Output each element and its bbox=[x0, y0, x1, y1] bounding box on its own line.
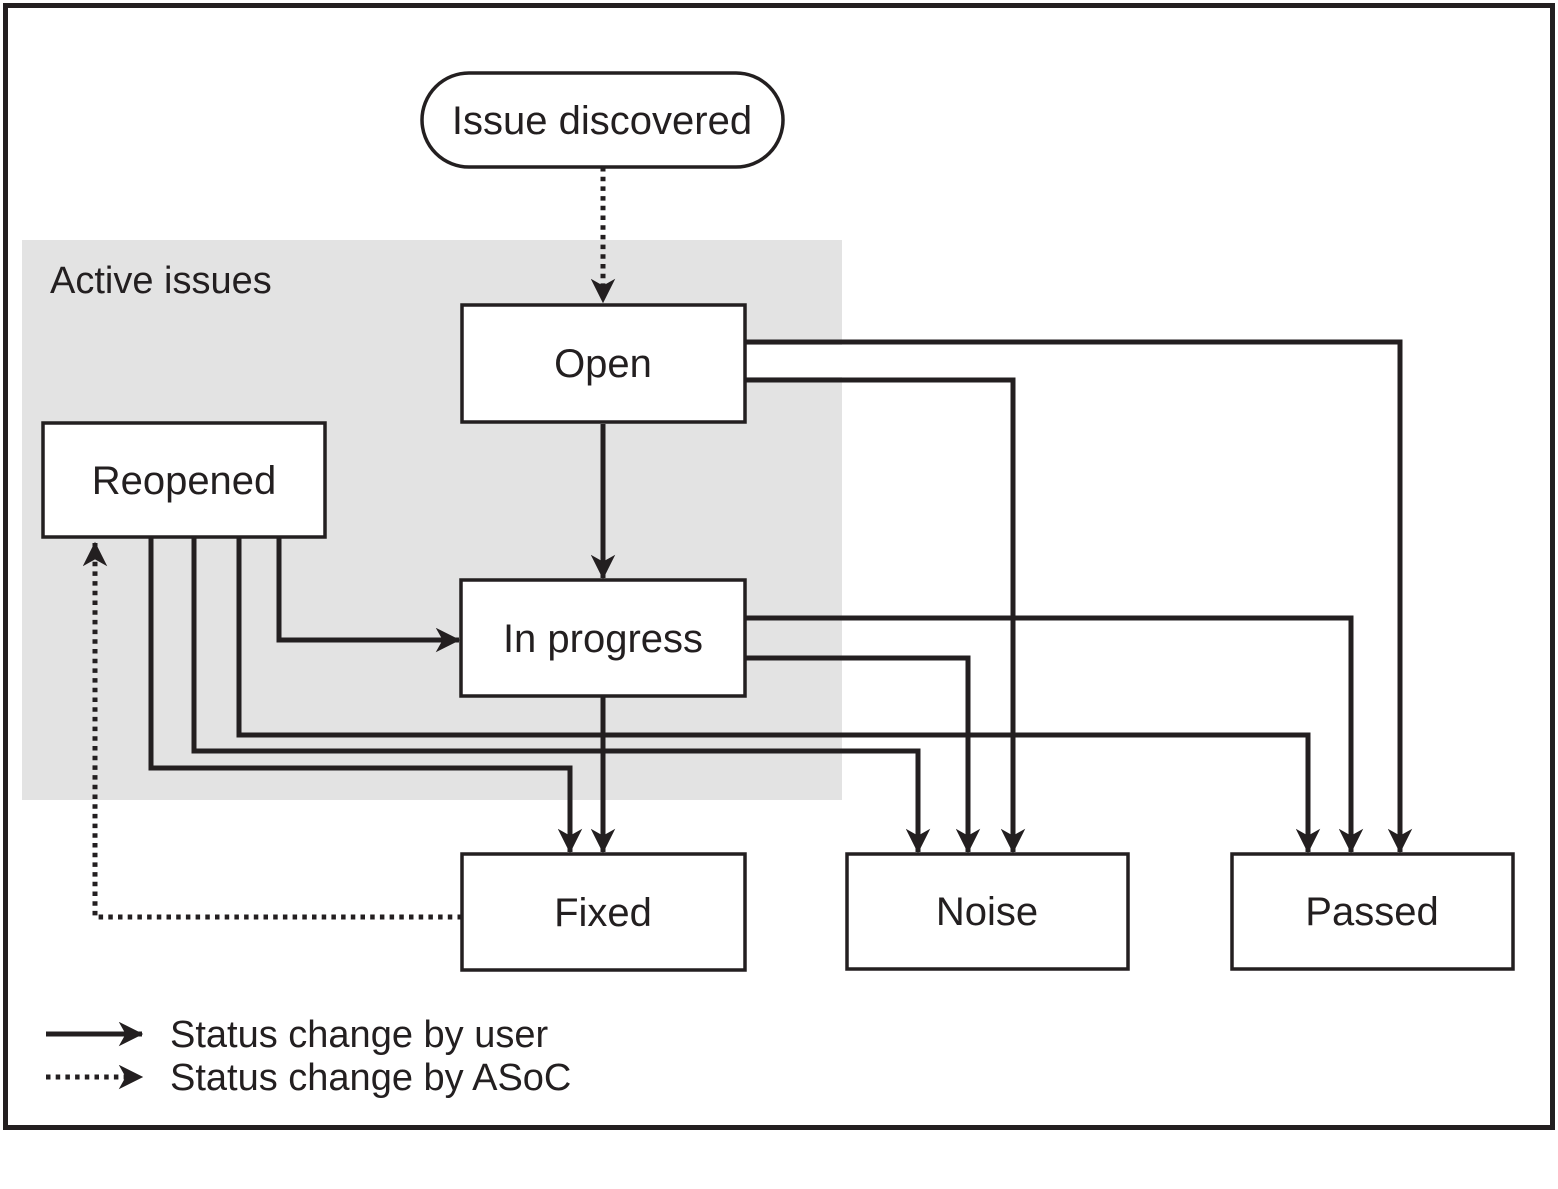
issue-discovered-label: Issue discovered bbox=[452, 99, 752, 143]
active-issues-label: Active issues bbox=[50, 260, 272, 302]
node-fixed: Fixed bbox=[460, 852, 747, 972]
reopened-box bbox=[41, 421, 327, 539]
fixed-box bbox=[460, 852, 747, 972]
edge-open-to-passed bbox=[745, 339, 1413, 854]
in-progress-label: In progress bbox=[503, 617, 703, 661]
node-in-progress: In progress bbox=[459, 578, 747, 698]
node-issue-discovered: Issue discovered bbox=[420, 71, 785, 169]
in-progress-box bbox=[459, 578, 747, 698]
legend-dotted-label: Status change by ASoC bbox=[170, 1057, 571, 1099]
passed-label: Passed bbox=[1305, 890, 1438, 934]
open-box bbox=[460, 303, 747, 424]
legend: Status change by user Status change by A… bbox=[46, 1014, 571, 1099]
open-exit-white-band bbox=[745, 345, 842, 377]
issue-discovered-box bbox=[420, 71, 785, 169]
edge-reopened-to-fixed bbox=[148, 537, 583, 854]
noise-box bbox=[845, 852, 1130, 971]
open-label: Open bbox=[554, 342, 652, 386]
fixed-label: Fixed bbox=[554, 891, 652, 935]
edge-open-to-noise bbox=[745, 377, 1026, 854]
reopened-label: Reopened bbox=[92, 459, 277, 503]
edge-in-progress-to-passed bbox=[745, 615, 1364, 854]
edges bbox=[82, 167, 1413, 920]
edge-reopened-to-passed bbox=[236, 537, 1321, 854]
node-noise: Noise bbox=[845, 852, 1130, 971]
legend-solid-label: Status change by user bbox=[170, 1014, 548, 1056]
edge-in-progress-to-noise bbox=[745, 655, 981, 854]
edge-reopened-to-in-progress bbox=[276, 537, 461, 653]
node-open: Open bbox=[460, 303, 747, 424]
noise-label: Noise bbox=[936, 890, 1038, 934]
node-passed: Passed bbox=[1230, 852, 1515, 971]
passed-box bbox=[1230, 852, 1515, 971]
edge-reopened-to-noise bbox=[191, 537, 931, 854]
node-reopened: Reopened bbox=[41, 421, 327, 539]
